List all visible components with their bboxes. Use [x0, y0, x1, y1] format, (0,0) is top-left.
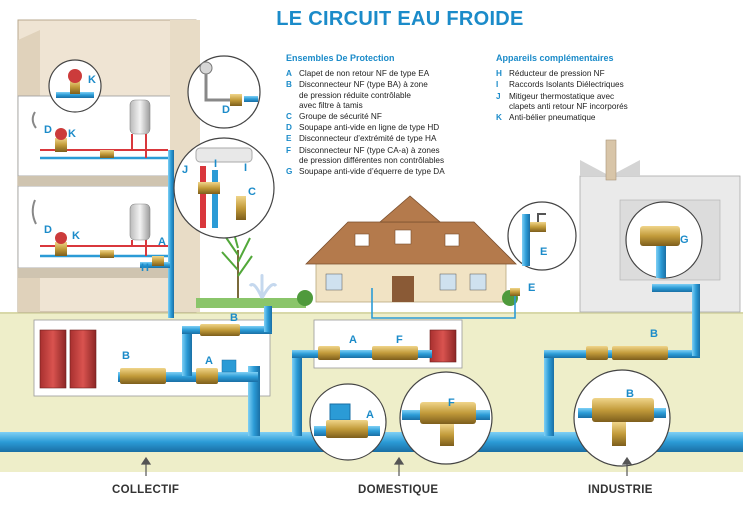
legend-key: J [496, 91, 501, 101]
callout-b-industrie: B [650, 328, 658, 340]
protection-legend: Ensembles De Protection A Clapet de non r… [286, 53, 496, 178]
legend-item-b: B Disconnecteur NF (type BA) à zone de pr… [286, 80, 496, 111]
callout-g-detail: G [680, 234, 689, 246]
detail-circle-j-i-c [173, 137, 275, 239]
legend-text: Anti-bélier pneumatique [509, 113, 596, 123]
callout-k-top: K [88, 74, 96, 86]
legend-key: D [286, 123, 292, 133]
callout-a-detail: A [366, 409, 374, 421]
inline-valves [120, 324, 668, 384]
complementary-heading: Appareils complémentaires [496, 53, 614, 63]
collectif-boilers [39, 329, 97, 389]
legend-text: Soupape anti-vide d’équerre de type DA [299, 167, 445, 177]
legend-text: Disconnecteur d’extrémité de type HA [299, 134, 437, 144]
detail-circle-domestique-a [309, 383, 387, 461]
legend-item-e: E Disconnecteur d’extrémité de type HA [286, 134, 496, 144]
callout-k-floor2: K [72, 230, 80, 242]
legend-item-d: D Soupape anti-vide en ligne de type HD [286, 123, 496, 133]
callout-k-floor1: K [68, 128, 76, 140]
legend-text: Mitigeur thermostatique avec clapets ant… [509, 91, 628, 111]
callout-a-domestique: A [349, 334, 357, 346]
detail-circle-industrie-b [573, 369, 671, 467]
callout-a-building: A [158, 236, 166, 248]
complementary-list: H Réducteur de pression NF I Raccords Isola… [496, 69, 696, 123]
callout-f-domestique: F [396, 334, 403, 346]
zone-arrows [140, 456, 633, 476]
callout-f-detail: F [448, 397, 455, 409]
callout-d-floor1: D [44, 124, 52, 136]
legend-text: Réducteur de pression NF [509, 69, 605, 79]
protection-heading: Ensembles De Protection [286, 53, 395, 63]
legend-text: Disconnecteur NF (type CA-a) à zones de … [299, 145, 445, 165]
callout-i-left: I [214, 158, 218, 170]
callout-b-detail: B [626, 388, 634, 400]
callout-h-building: H [141, 262, 149, 274]
callout-i-right: I [244, 162, 248, 174]
legend-key: F [286, 145, 292, 155]
callout-d-shower: D [222, 104, 230, 116]
complementary-legend: Appareils complémentaires H Réducteur de … [496, 53, 696, 124]
legend-key: G [286, 167, 293, 177]
legend-text: Disconnecteur NF (type BA) à zone de pre… [299, 80, 428, 110]
legend-key: A [286, 69, 292, 79]
legend-text: Clapet de non retour NF de type EA [299, 69, 430, 79]
legend-text: Groupe de sécurité NF [299, 112, 382, 122]
callout-a-collectif: A [205, 355, 213, 367]
callout-d-floor2: D [44, 224, 52, 236]
domestique-boiler [429, 329, 457, 363]
legend-item-j: J Mitigeur thermostatique avec clapets an… [496, 92, 696, 112]
protection-list: A Clapet de non retour NF de type EA B Disc… [286, 69, 496, 177]
detail-circle-domestique-f [399, 371, 493, 465]
legend-text: Soupape anti-vide en ligne de type HD [299, 123, 440, 133]
callout-b-collectif: B [122, 350, 130, 362]
apartment-building [17, 19, 200, 318]
legend-key: B [286, 80, 292, 90]
detail-circle-d-shower [187, 55, 261, 129]
house [297, 195, 520, 319]
callout-e-house: E [528, 282, 536, 294]
legend-item-c: C Groupe de sécurité NF [286, 112, 496, 122]
callout-c: C [248, 186, 256, 198]
callout-e-detail: E [540, 246, 548, 258]
legend-item-a: A Clapet de non retour NF de type EA [286, 69, 496, 79]
legend-key: H [496, 69, 502, 79]
garden [196, 225, 306, 308]
callout-j: J [182, 164, 189, 176]
legend-key: I [496, 80, 499, 90]
legend-key: E [286, 134, 292, 144]
legend-item-h: H Réducteur de pression NF [496, 69, 696, 79]
legend-key: C [286, 112, 292, 122]
legend-item-k: K Anti-bélier pneumatique [496, 113, 696, 123]
detail-circle-k [48, 59, 102, 113]
legend-text: Raccords Isolants Diélectriques [509, 80, 624, 90]
zone-label-domestique: DOMESTIQUE [358, 484, 439, 496]
zone-label-industrie: INDUSTRIE [588, 484, 653, 496]
callout-b-collectif-top: B [230, 312, 238, 324]
page-title: LE CIRCUIT EAU FROIDE [276, 8, 524, 30]
legend-key: K [496, 113, 502, 123]
detail-circle-g [625, 201, 703, 279]
zone-label-collectif: COLLECTIF [112, 484, 180, 496]
legend-item-g: G Soupape anti-vide d’équerre de type DA [286, 167, 496, 177]
legend-item-i: I Raccords Isolants Diélectriques [496, 80, 696, 90]
legend-item-f: F Disconnecteur NF (type CA-a) à zones de… [286, 146, 496, 166]
detail-circle-e-tap [507, 201, 577, 271]
